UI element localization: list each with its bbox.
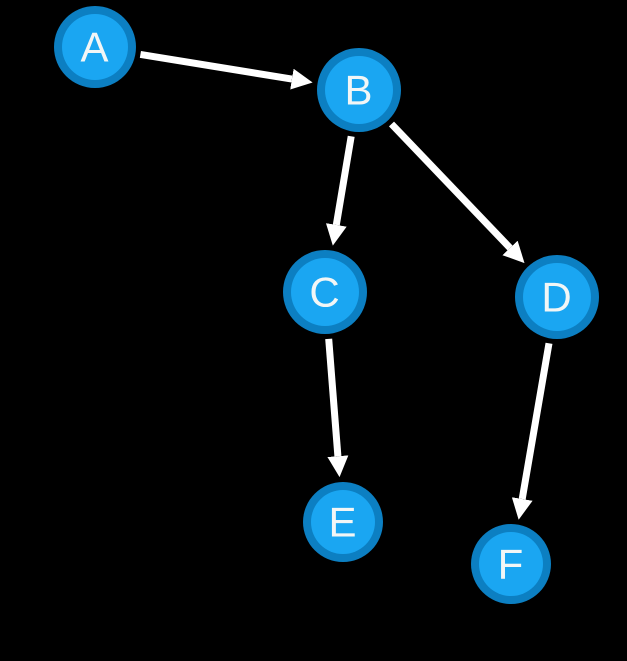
node-body (325, 56, 393, 124)
node-body (479, 532, 543, 596)
edge-B-D (388, 121, 525, 264)
edge-A-B (139, 50, 313, 90)
node-B[interactable]: B (317, 48, 401, 132)
node-body (523, 263, 591, 331)
node-body (291, 258, 359, 326)
edge-C-E (325, 338, 349, 478)
node-D[interactable]: D (515, 255, 599, 339)
node-body (62, 14, 128, 80)
edge-B-C (325, 135, 355, 246)
edge-D-F (511, 342, 553, 520)
node-E[interactable]: E (303, 482, 383, 562)
node-C[interactable]: C (283, 250, 367, 334)
node-body (311, 490, 375, 554)
node-A[interactable]: A (54, 6, 136, 88)
node-F[interactable]: F (471, 524, 551, 604)
